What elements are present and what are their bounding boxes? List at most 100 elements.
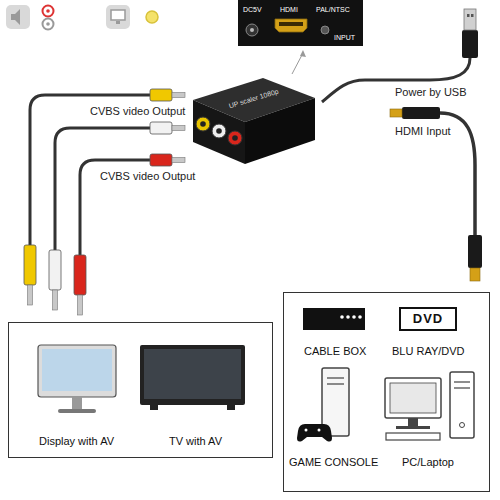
node-text: GAME CONSOLE [289,456,378,469]
back-panel-ports-part [279,22,303,26]
device-shape-part [216,128,222,134]
game-console-icon-part [318,429,321,432]
video-jack-icon-part [146,11,158,23]
usb-cable-part [464,9,476,30]
audio-jack-icon [43,6,54,30]
video-icon [106,5,130,29]
pointer-arrow [292,50,306,74]
rca-plugs-part [172,126,185,131]
back-panel-ports-part [250,28,254,32]
audio-icon [6,5,30,29]
game-console-icon [297,368,349,442]
rca-plugs-part [28,285,33,305]
device-shape-part [212,124,226,138]
tv-icon [140,345,245,410]
callout-label: CVBS video Output [100,170,195,183]
monitor-icon-part [72,397,82,409]
node-text: BLU RAY/DVD [392,345,465,358]
rca-plugs-part [150,154,172,166]
cable-box-icon-part [352,315,356,319]
rca-plugs [24,89,185,315]
callout-label: CVBS video Output [90,105,185,118]
device-shape-part [228,131,242,145]
device-shape-part [196,117,210,131]
node-text: PC/Laptop [402,456,454,469]
converter-device: UP scaler 1080p [185,72,320,172]
back-panel-ports-part [275,19,307,32]
pc-icon-part [386,433,440,440]
device-shape-part [232,135,238,141]
callout-label: HDMI Input [395,125,451,138]
video-icon-part [106,5,130,29]
monitor-icon-part [58,409,96,413]
video-icon-part [116,21,120,24]
usb-cable-part [462,30,478,58]
pc-icon-part [390,383,436,413]
monitor-icon-part [42,349,112,391]
pc-icon-part [408,418,418,426]
cable-box-icon-part [340,315,344,319]
hdmi-cable-part [468,235,482,268]
node-text: CABLE BOX [304,345,366,358]
node-text: INPUT [334,34,355,42]
pc-icon-part [454,381,470,382]
rca-plugs-part [172,158,185,163]
pointer-arrow-part [300,50,306,57]
rca-plugs-part [24,245,36,285]
audio-jack-icon-part [43,6,54,17]
node-text: HDMI [280,6,298,14]
rca-cables-part [55,128,150,250]
rca-plugs-part [53,290,58,310]
hdmi-cable [390,107,482,281]
audio-icon-part [6,5,30,29]
tv-icon-part [227,405,235,410]
back-panel-inset: DC5V HDMI PAL/NTSC INPUT [238,0,363,46]
usb-cable-part [467,14,470,17]
node-text: DC5V [243,6,262,14]
rca-plugs-part [150,89,172,101]
game-console-icon-part [327,377,344,378]
device-shape-part [200,121,206,127]
usb-cable-part [322,58,470,102]
hdmi-cable-part [402,107,440,119]
monitor-icon-part [38,345,116,397]
device-shape-part [245,98,315,164]
device-shape [185,72,320,172]
node-text: DVD [413,312,443,327]
audio-jack-icon-part [43,19,54,30]
tv-icon-part [150,405,158,410]
node-text: TV with AV [169,435,222,448]
output-display-panel: Display with AV TV with AV [8,322,273,458]
back-panel-ports-part [321,26,329,34]
cable-box-icon-part [358,315,362,319]
cable-box-icon [303,308,365,330]
rca-plugs-part [49,250,61,290]
pc-icon-part [450,372,474,438]
pc-icon-part [385,378,441,418]
callout-label: Power by USB [395,86,467,99]
tv-icon-part [144,349,241,399]
video-jack-icon [146,11,158,23]
hdmi-cable-part [390,109,402,117]
node-text: Display with AV [39,435,114,448]
pc-icon [385,372,474,440]
audio-jack-icon-part [46,9,50,13]
game-console-icon-part [305,429,308,432]
rca-plugs-part [150,122,172,134]
cable-box-icon-part [346,315,350,319]
cable-box-icon-part [303,308,365,330]
audio-icon-part [11,9,20,25]
rca-plugs-part [74,255,86,295]
back-panel-ports-part [246,24,258,36]
game-console-icon-part [297,424,332,442]
source-device-panel: CABLE BOX BLU RAY/DVD GAME CONSOLE PC/Lapto… [283,292,490,492]
video-icon-part [111,10,125,20]
game-console-icon-part [327,383,344,384]
rca-plugs-part [172,93,185,98]
device-shape-part [193,100,245,164]
node-text: PAL/NTSC [316,6,350,14]
audio-jack-icon-part [46,22,50,26]
pc-icon-part [396,426,430,429]
